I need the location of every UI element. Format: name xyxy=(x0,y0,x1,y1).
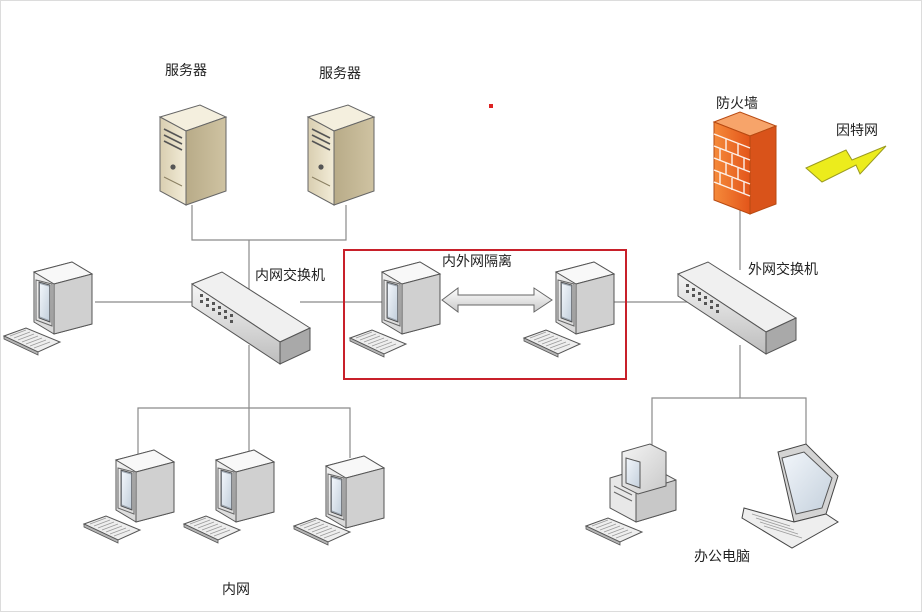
office-pc-label: 办公电脑 xyxy=(694,549,750,565)
bidirectional-arrow-icon xyxy=(441,287,553,313)
outer-switch-label: 外网交换机 xyxy=(748,261,818,278)
server-icon xyxy=(307,104,375,206)
desktop-computer-icon xyxy=(609,443,677,523)
keyboard-icon xyxy=(183,515,241,544)
computer-icon xyxy=(381,261,441,335)
isolation-box xyxy=(343,249,627,380)
firewall-icon xyxy=(712,111,778,215)
inner-switch-label: 内网交换机 xyxy=(255,267,325,284)
laptop-icon xyxy=(741,443,839,549)
server-label-1: 服务器 xyxy=(165,63,207,79)
internet-label: 因特网 xyxy=(836,123,878,139)
keyboard-icon xyxy=(349,329,407,358)
keyboard-icon xyxy=(585,517,643,546)
computer-icon xyxy=(215,449,275,523)
keyboard-icon xyxy=(83,515,141,544)
lightning-icon xyxy=(805,145,887,183)
computer-icon xyxy=(115,449,175,523)
inner-network-label: 内网 xyxy=(222,582,250,598)
network-wires xyxy=(95,205,807,458)
computer-icon xyxy=(33,261,93,335)
server-icon xyxy=(159,104,227,206)
firewall-label: 防火墙 xyxy=(716,96,758,112)
isolation-label: 内外网隔离 xyxy=(442,253,512,270)
keyboard-icon xyxy=(523,329,581,358)
marker-dot xyxy=(489,104,493,108)
switch-icon xyxy=(191,271,311,365)
server-label-2: 服务器 xyxy=(319,66,361,82)
computer-icon xyxy=(325,455,385,529)
computer-icon xyxy=(555,261,615,335)
